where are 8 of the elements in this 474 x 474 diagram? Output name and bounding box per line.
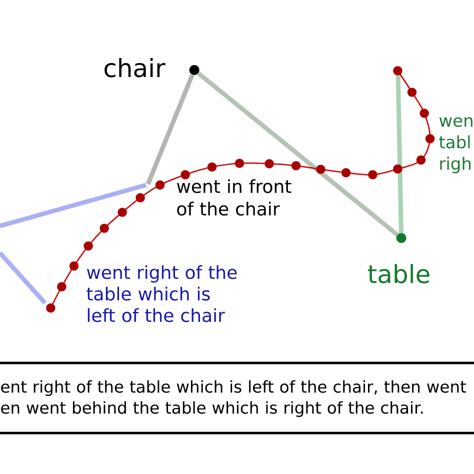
object-label: table	[368, 264, 430, 284]
object-label: chair	[104, 58, 166, 78]
path-label: wen tabl righ	[439, 117, 472, 174]
projection-line	[196, 72, 399, 236]
path-label: went in front of the chair	[176, 179, 292, 216]
path-label: went right of the table which is left of the chair	[86, 265, 237, 322]
projection-line	[146, 74, 194, 185]
caption-box: ent right of the table which is left of the chair, then went en went behind the table which is right of the chair.	[0, 362, 474, 434]
